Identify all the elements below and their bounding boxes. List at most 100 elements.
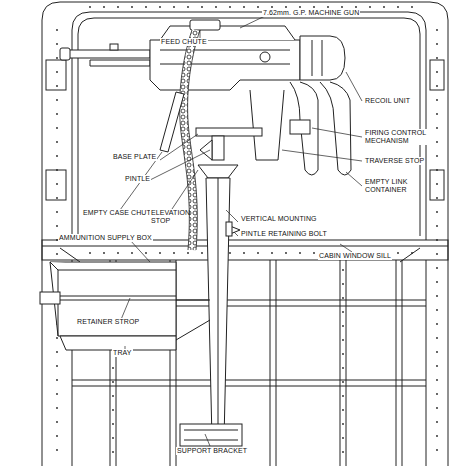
rivet-row	[159, 252, 161, 254]
gun-mount	[212, 136, 224, 160]
ammunition-box	[54, 296, 176, 300]
machine-gun	[160, 50, 290, 64]
part-label: FEED CHUTE	[160, 38, 208, 46]
rivet-row	[342, 297, 344, 299]
rivet-row	[229, 6, 231, 8]
machine-gun	[150, 40, 300, 90]
rivet-row	[436, 197, 438, 199]
rivet-row	[342, 353, 344, 355]
rivet-row	[201, 252, 203, 254]
part-label: AMMUNITION SUPPLY BOX	[58, 234, 153, 242]
part-label: PINTLE	[124, 175, 151, 183]
rivet-row	[56, 211, 58, 213]
rivet-row	[397, 6, 399, 8]
rivet-row	[56, 113, 58, 115]
ammunition-box	[50, 262, 176, 336]
rivet-row	[112, 381, 114, 383]
aircraft-frame	[396, 260, 402, 466]
rivet-row	[436, 351, 438, 353]
rivet-row	[436, 337, 438, 339]
rivet-row	[355, 6, 357, 8]
aircraft-frame	[46, 170, 66, 200]
rivet-row	[383, 6, 385, 8]
rivet-row	[145, 6, 147, 8]
rivet-row	[159, 6, 161, 8]
part-label: SUPPORT BRACKET	[176, 447, 248, 455]
machine-gun	[60, 20, 351, 175]
rivet-row	[342, 367, 344, 369]
part-label: ELEVATION STOP	[150, 209, 188, 225]
rivet-row	[436, 71, 438, 73]
gun-mount	[226, 222, 232, 236]
rivet-row	[342, 325, 344, 327]
rivet-row	[56, 337, 58, 339]
support-bracket	[184, 430, 238, 440]
rivet-row	[436, 421, 438, 423]
part-label: CABIN WINDOW SILL	[318, 252, 392, 260]
leader-line	[340, 244, 352, 252]
ammunition-box	[50, 262, 176, 336]
part-label: EMPTY CASE CHUTE	[82, 209, 157, 217]
rivet-row	[56, 85, 58, 87]
machine-gun	[290, 120, 310, 134]
aircraft-frame	[430, 60, 444, 90]
leader-line	[312, 128, 362, 137]
rivet-row	[56, 141, 58, 143]
aircraft-frame	[42, 2, 448, 466]
leader-line	[160, 134, 198, 160]
rivet-row	[436, 57, 438, 59]
part-label: BASE PLATE	[112, 153, 157, 161]
rivet-row	[436, 85, 438, 87]
rivet-row	[187, 6, 189, 8]
rivet-row	[436, 183, 438, 185]
rivet-row	[436, 295, 438, 297]
rivet-row	[299, 6, 301, 8]
rivet-row	[436, 365, 438, 367]
gun-mount	[160, 92, 184, 152]
rivet-row	[436, 449, 438, 451]
part-label: TRAVERSE STOP	[364, 157, 425, 165]
rivet-row	[229, 252, 231, 254]
rivet-row	[56, 365, 58, 367]
rivet-row	[436, 281, 438, 283]
rivet-row	[436, 323, 438, 325]
leader-line	[234, 232, 238, 236]
support-bracket	[180, 424, 242, 446]
aircraft-frame	[72, 12, 426, 240]
aircraft-frame	[42, 246, 448, 247]
rivet-row	[313, 6, 315, 8]
rivet-row	[436, 29, 438, 31]
rivet-row	[117, 6, 119, 8]
rivet-row	[56, 435, 58, 437]
rivet-row	[56, 407, 58, 409]
rivet-row	[342, 269, 344, 271]
rivet-row	[342, 451, 344, 453]
gun-mount	[200, 140, 212, 160]
rivet-row	[112, 423, 114, 425]
rivet-row	[342, 381, 344, 383]
aircraft-frame	[340, 260, 346, 466]
machine-gun	[300, 36, 345, 80]
gun-mount	[196, 128, 262, 136]
rivet-row	[56, 253, 58, 255]
rivet-row	[173, 252, 175, 254]
rivet-row	[342, 395, 344, 397]
rivet-row	[89, 6, 91, 8]
rivet-row	[436, 309, 438, 311]
leader-line	[346, 172, 362, 186]
machine-gun	[110, 44, 118, 50]
rivet-row	[299, 252, 301, 254]
gun-mount	[206, 178, 230, 440]
rivet-row	[173, 6, 175, 8]
rivet-row	[271, 6, 273, 8]
rivet-row	[56, 99, 58, 101]
rivet-row	[342, 339, 344, 341]
rivet-row	[436, 435, 438, 437]
rivet-row	[411, 252, 413, 254]
rivet-row	[436, 155, 438, 157]
rivet-row	[112, 437, 114, 439]
rivet-row	[436, 99, 438, 101]
machine-gun	[66, 50, 150, 58]
rivet-row	[56, 6, 438, 453]
